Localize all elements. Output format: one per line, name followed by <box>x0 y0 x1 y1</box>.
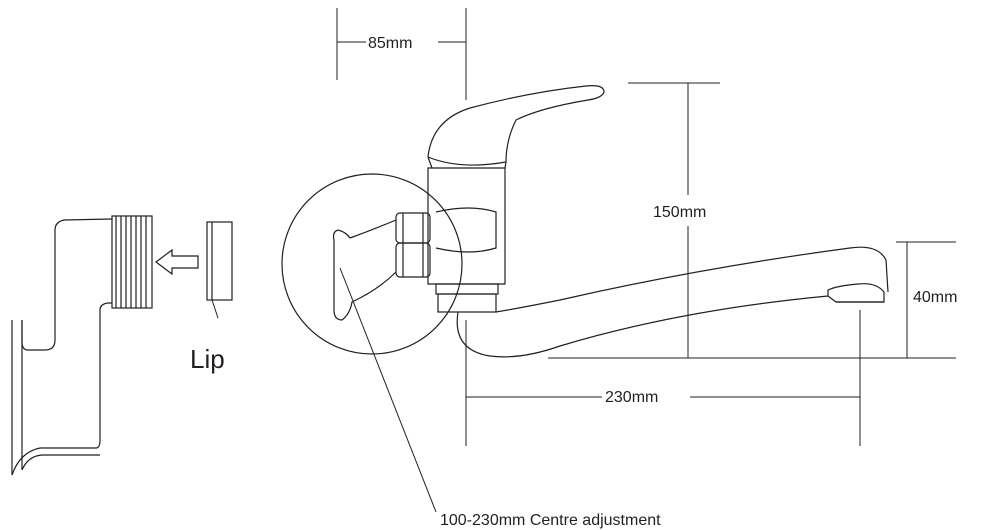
lip-washer <box>206 221 233 319</box>
threaded-connector <box>111 215 153 309</box>
tap-lever-handle <box>427 85 605 169</box>
label-85mm: 85mm <box>368 35 412 52</box>
label-150mm: 150mm <box>653 204 706 221</box>
label-lip: Lip <box>190 344 225 374</box>
offset-elbow <box>332 219 397 321</box>
spout <box>456 246 889 358</box>
label-centre-adjustment: 100-230mm Centre adjustment <box>440 512 661 529</box>
dimension-230mm <box>465 310 861 446</box>
tap-body <box>427 167 506 313</box>
detail-circle <box>281 173 463 355</box>
dimension-40mm <box>548 241 956 359</box>
wall-adaptor-fitting <box>11 218 113 476</box>
label-40mm: 40mm <box>913 289 957 306</box>
centre-adjustment-leader <box>339 267 437 513</box>
insert-arrow <box>155 248 199 276</box>
dimension-85mm <box>336 8 467 100</box>
label-230mm: 230mm <box>605 389 658 406</box>
connector-nuts <box>395 212 431 278</box>
dimension-150mm <box>628 82 720 358</box>
